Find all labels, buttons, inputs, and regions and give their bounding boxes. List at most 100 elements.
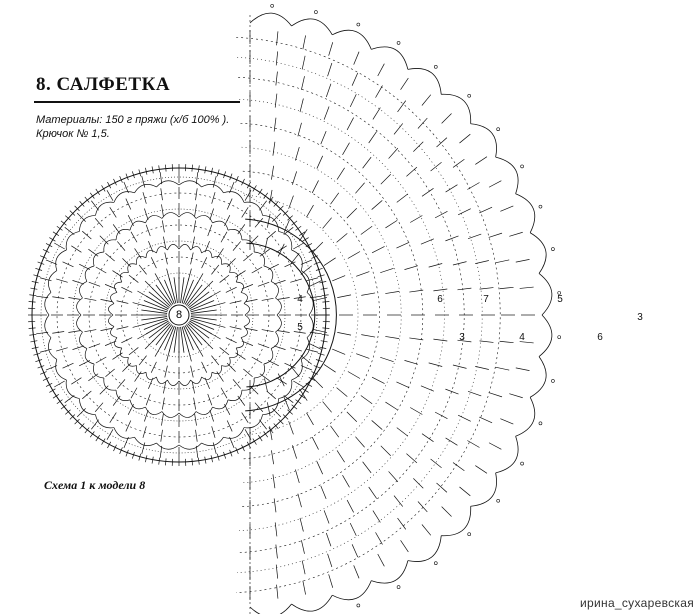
row-number: 4 [297, 294, 303, 305]
circle-stitch [161, 413, 164, 426]
circle-stitch [211, 355, 220, 366]
fan-stitch [325, 83, 332, 98]
circle-arch [156, 376, 168, 384]
circle-stitch [84, 329, 97, 333]
border-tick [84, 427, 90, 434]
circle-stitch [211, 264, 220, 275]
circle-stitch [219, 274, 230, 283]
fan-stitch [479, 416, 493, 424]
row-number: 4 [519, 332, 525, 343]
border-tick [42, 377, 50, 381]
fan-stitch [385, 401, 398, 410]
circle-stitch [72, 345, 85, 350]
circle-arch [79, 281, 88, 299]
fan-stitch [275, 564, 279, 579]
center-stitch [159, 281, 174, 305]
border-tick [204, 456, 207, 464]
fan-scallop [407, 535, 442, 562]
circle-stitch [306, 277, 319, 282]
fan-stitch [368, 131, 377, 144]
circle-arch [270, 331, 279, 349]
border-tick [30, 287, 38, 290]
circle-stitch [229, 300, 242, 304]
fan-stitch [302, 580, 306, 595]
fan-stitch [409, 289, 424, 293]
circle-stitch [261, 329, 274, 333]
picot-dot [396, 585, 401, 589]
circle-arch [263, 265, 274, 282]
circle-stitch [52, 331, 65, 334]
fan-stitch [371, 200, 383, 210]
circle-stitch [132, 323, 145, 328]
center-stitch [151, 287, 171, 307]
watermark: ирина_сухаревская [580, 596, 694, 610]
fan-stitch [336, 233, 348, 243]
fan-stitch [349, 522, 357, 536]
circle-stitch [163, 236, 167, 249]
fan-stitch [300, 265, 312, 275]
border-tick [125, 173, 129, 181]
picot-dot [314, 10, 318, 14]
border-tick [33, 274, 41, 278]
circle-stitch [229, 436, 235, 449]
fan-stitch [457, 287, 472, 291]
circle-stitch [235, 270, 246, 278]
circle-stitch [284, 261, 296, 268]
fan-stitch [467, 182, 480, 190]
fan-stitch [479, 287, 494, 290]
circle-stitch [130, 231, 138, 243]
fan-stitch [400, 540, 409, 553]
circle-stitch [229, 326, 242, 330]
fan-stitch [306, 412, 314, 426]
circle-stitch [243, 368, 253, 377]
circle-stitch [204, 340, 214, 350]
circle-stitch [204, 280, 214, 290]
circle-stitch [94, 402, 104, 412]
picot-dot [467, 532, 472, 537]
fan-stitch [519, 286, 534, 289]
fan-stitch [356, 271, 370, 277]
circle-stitch [204, 240, 210, 253]
circle-stitch [309, 295, 322, 299]
row-number: 6 [437, 294, 443, 305]
circle-arch [278, 231, 293, 251]
border-tick [56, 225, 63, 231]
circle-arch [236, 337, 244, 349]
fan-stitch [355, 436, 365, 448]
border-tick [113, 444, 117, 452]
fan-stitch [264, 378, 268, 393]
circle-stitch [39, 348, 52, 353]
picot-dot [520, 164, 524, 169]
fan-row [246, 242, 316, 388]
central-circle-chart [28, 164, 330, 466]
fan-stitch [308, 280, 322, 288]
fan-stitch [311, 180, 319, 194]
circle-stitch [259, 248, 270, 257]
border-tick [84, 196, 90, 203]
circle-arch [243, 414, 263, 429]
picot-dot [433, 561, 438, 565]
fan-scallop [470, 472, 497, 507]
circle-stitch [241, 207, 249, 218]
fan-stitch [272, 141, 276, 156]
circle-arch [195, 406, 213, 415]
circle-arch [108, 303, 115, 316]
fan-stitch [336, 387, 348, 397]
fan-stitch [271, 165, 274, 180]
border-tick [74, 205, 80, 212]
circle-stitch [145, 393, 151, 406]
circle-stitch [52, 296, 65, 299]
circle-stitch [145, 224, 151, 237]
fan-stitch [433, 288, 448, 292]
fan-stitch [300, 355, 312, 365]
circle-stitch [76, 408, 86, 418]
fan-stitch [351, 544, 359, 558]
border-tick [60, 220, 67, 226]
center-stitch [145, 320, 169, 335]
circle-stitch [100, 327, 113, 331]
fan-stitch [388, 471, 399, 483]
circle-arch [275, 314, 282, 333]
border-tick [79, 423, 85, 429]
